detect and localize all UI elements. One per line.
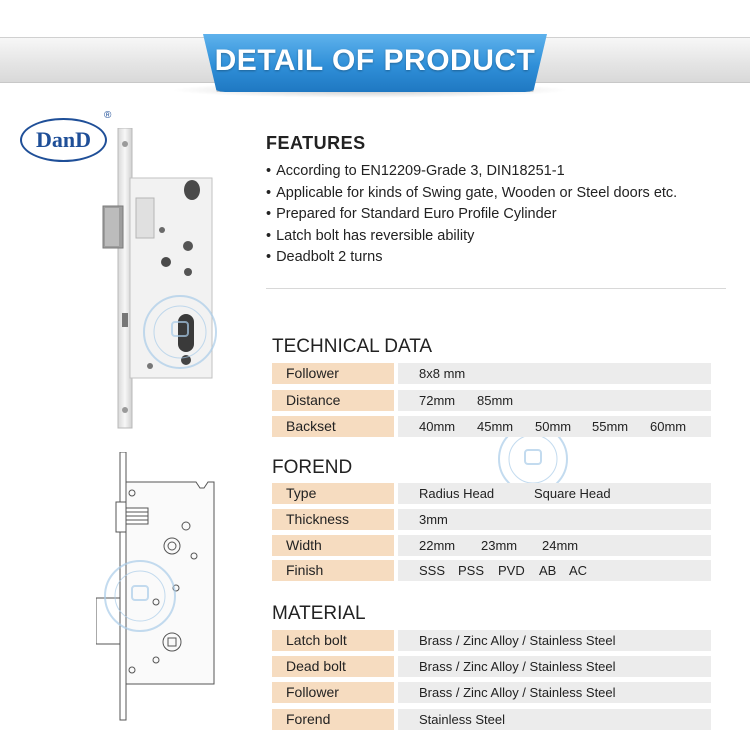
row-label: Distance [272,390,394,411]
row-value: Brass / Zinc Alloy / Stainless Steel [398,656,711,677]
row-label: Follower [272,363,394,384]
forend-row-type: Type Radius Head Square Head [272,483,711,504]
value-text: Square Head [534,486,611,501]
row-label: Finish [272,560,394,581]
value-text: Radius Head [419,486,495,501]
row-value: Brass / Zinc Alloy / Stainless Steel [398,682,711,703]
header-banner-tab [203,34,547,92]
row-label: Width [272,535,394,556]
technical-data-heading: TECHNICAL DATA [272,336,433,357]
features-list: According to EN12209-Grade 3, DIN18251-1… [266,161,677,269]
row-value: Brass / Zinc Alloy / Stainless Steel [398,630,711,651]
row-value: 40mm 45mm 50mm 55mm 60mm [398,416,711,437]
brand-logo: DanD [20,118,107,162]
row-label: Forend [272,709,394,730]
brand-logo-text: DanD [35,127,91,152]
value-text: Stainless Steel [419,712,505,727]
feature-item: Deadbolt 2 turns [266,247,677,269]
features-heading: FEATURES [266,133,366,153]
watermark-seal-icon [143,295,217,369]
value-text: 50mm [535,419,572,434]
row-label: Dead bolt [272,656,394,677]
row-value: Stainless Steel [398,709,711,730]
row-label: Type [272,483,394,504]
value-text: 3mm [419,512,448,527]
row-label: Backset [272,416,394,437]
technical-row-distance: Distance 72mm 85mm [272,390,711,411]
value-text: SSS [419,563,446,578]
feature-item: Applicable for kinds of Swing gate, Wood… [266,183,677,205]
forend-row-finish: Finish SSS PSS PVD AB AC [272,560,711,581]
value-text: AC [569,563,588,578]
feature-item: Latch bolt has reversible ability [266,226,677,248]
material-row-follower: Follower Brass / Zinc Alloy / Stainless … [272,682,711,703]
section-divider [266,288,726,289]
watermark-seal-icon [104,560,176,632]
row-value: 8x8 mm [398,363,711,384]
value-text: Brass / Zinc Alloy / Stainless Steel [419,685,616,700]
forend-row-thickness: Thickness 3mm [272,509,711,530]
mortise-lock-photo [102,128,213,429]
value-text: AB [539,563,557,578]
material-row-forend: Forend Stainless Steel [272,709,711,730]
value-text: 55mm [592,419,629,434]
value-text: PVD [498,563,525,578]
registered-mark: ® [104,110,112,121]
value-text: 45mm [477,419,514,434]
material-heading: MATERIAL [272,603,366,624]
value-text: 22mm [419,538,456,553]
value-text: Brass / Zinc Alloy / Stainless Steel [419,633,616,648]
value-text: 23mm [481,538,518,553]
feature-item: According to EN12209-Grade 3, DIN18251-1 [266,161,677,183]
value-text: 85mm [477,393,514,408]
value-text: 40mm [419,419,456,434]
row-value: 3mm [398,509,711,530]
forend-heading: FOREND [272,457,353,478]
row-value: SSS PSS PVD AB AC [398,560,711,581]
row-label: Thickness [272,509,394,530]
row-value: 22mm 23mm 24mm [398,535,711,556]
forend-row-width: Width 22mm 23mm 24mm [272,535,711,556]
value-text: 24mm [542,538,579,553]
material-row-latch-bolt: Latch bolt Brass / Zinc Alloy / Stainles… [272,630,711,651]
feature-item: Prepared for Standard Euro Profile Cylin… [266,204,677,226]
row-value: Radius Head Square Head [398,483,711,504]
value-text: 60mm [650,419,687,434]
row-label: Latch bolt [272,630,394,651]
value-text: 8x8 mm [419,366,466,381]
value-text: PSS [458,563,485,578]
value-text: 72mm [419,393,456,408]
row-value: 72mm 85mm [398,390,711,411]
row-label: Follower [272,682,394,703]
technical-row-follower: Follower 8x8 mm [272,363,711,384]
page-title: DETAIL OF PRODUCT [214,44,536,77]
material-row-dead-bolt: Dead bolt Brass / Zinc Alloy / Stainless… [272,656,711,677]
technical-row-backset: Backset 40mm 45mm 50mm 55mm 60mm [272,416,711,437]
value-text: Brass / Zinc Alloy / Stainless Steel [419,659,616,674]
